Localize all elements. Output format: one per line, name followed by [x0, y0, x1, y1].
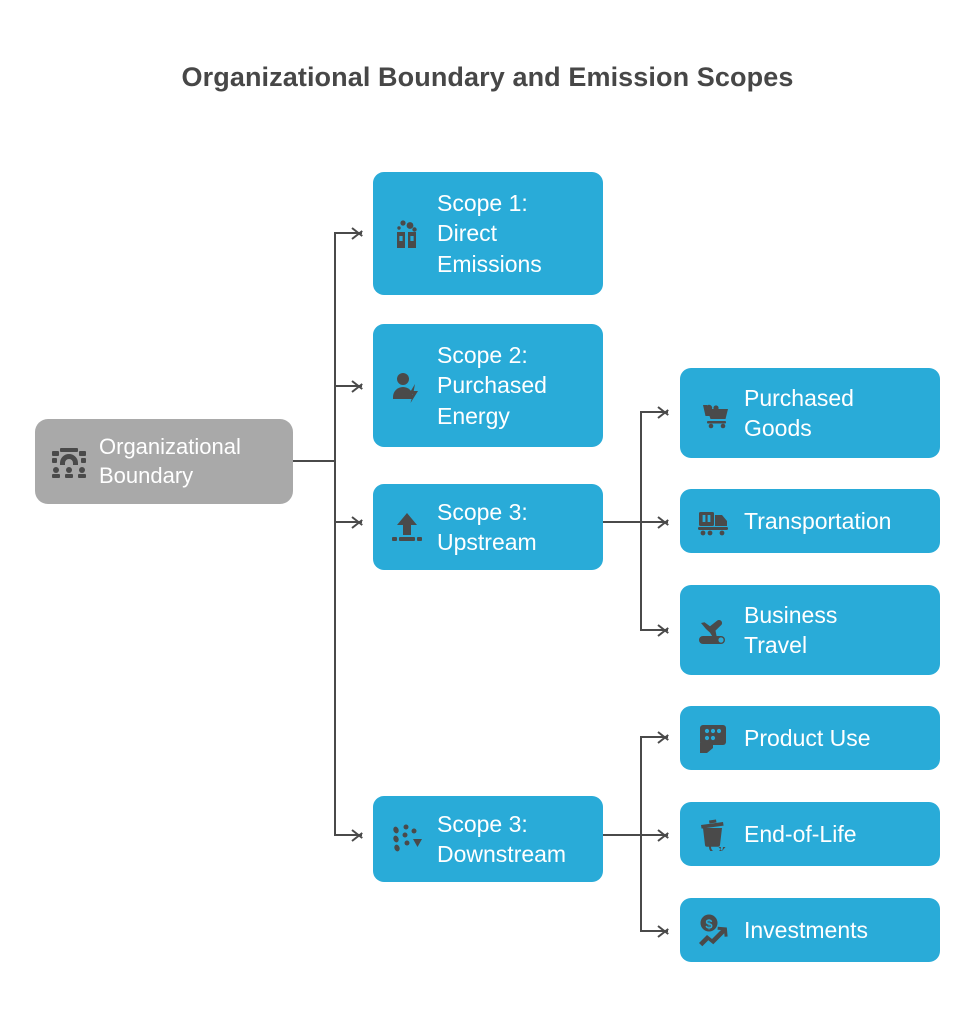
node-label: Scope 3: Upstream — [437, 498, 537, 555]
delivery-truck-icon — [694, 501, 734, 541]
arrowhead-product-use — [658, 730, 669, 744]
dollar-growth-arrow-icon: $ — [694, 910, 734, 950]
connector-to-product-use — [640, 736, 668, 738]
node-label: Scope 3: Downstream — [437, 810, 567, 867]
node-label: Transportation — [744, 507, 892, 534]
arrowhead-scope-3-downstream — [352, 828, 363, 842]
arrowhead-business-travel — [658, 623, 669, 637]
arrowhead-scope-1 — [352, 226, 363, 240]
arrowhead-end-of-life — [658, 828, 669, 842]
connector-to-scope-3-downstream — [334, 834, 362, 836]
arrowhead-transportation — [658, 515, 669, 529]
connector-to-scope-1 — [334, 232, 362, 234]
arrowhead-investments — [658, 924, 669, 938]
node-purchased-goods[interactable]: Purchased Goods — [680, 368, 940, 458]
node-label: Scope 2: Purchased Energy — [437, 342, 547, 429]
node-label: Product Use — [744, 724, 871, 751]
node-label: End-of-Life — [744, 820, 857, 847]
svg-text:$: $ — [705, 917, 713, 932]
trash-recycle-icon — [694, 814, 734, 854]
node-investments[interactable]: $ Investments — [680, 898, 940, 962]
connector-to-business-travel — [640, 629, 668, 631]
connector-to-scope-3-upstream — [334, 521, 362, 523]
node-product-use[interactable]: Product Use — [680, 706, 940, 770]
node-label: Business Travel — [744, 601, 838, 658]
node-label: Investments — [744, 916, 868, 943]
node-transportation[interactable]: Transportation — [680, 489, 940, 553]
person-lightning-icon — [387, 366, 427, 406]
upload-arrow-icon — [387, 507, 427, 547]
connector-to-scope-2 — [334, 385, 362, 387]
arrowhead-scope-2 — [352, 379, 363, 393]
arrowhead-scope-3-upstream — [352, 515, 363, 529]
connector-to-transportation — [640, 521, 668, 523]
connector-upstream-stub — [603, 521, 641, 523]
product-touchscreen-hand-icon — [694, 718, 734, 758]
node-label: Scope 1: Direct Emissions — [437, 190, 542, 277]
node-scope-2-purchased-energy[interactable]: Scope 2: Purchased Energy — [373, 324, 603, 447]
node-label: Purchased Goods — [744, 384, 854, 441]
airplane-takeoff-icon — [694, 610, 734, 650]
node-scope-3-downstream[interactable]: Scope 3: Downstream — [373, 796, 603, 882]
arrowhead-purchased-goods — [658, 405, 669, 419]
node-scope-3-upstream[interactable]: Scope 3: Upstream — [373, 484, 603, 570]
node-end-of-life[interactable]: End-of-Life — [680, 802, 940, 866]
page-title: Organizational Boundary and Emission Sco… — [181, 62, 794, 92]
connector-to-end-of-life — [640, 834, 668, 836]
shopping-cart-icon — [694, 393, 734, 433]
factory-smokestack-icon — [387, 214, 427, 254]
node-label: Organizational Boundary — [99, 433, 241, 488]
node-scope-1-direct-emissions[interactable]: Scope 1: Direct Emissions — [373, 172, 603, 295]
connector-to-investments — [640, 930, 668, 932]
organization-building-people-icon — [49, 442, 89, 482]
node-organizational-boundary[interactable]: Organizational Boundary — [35, 419, 293, 504]
connector-to-purchased-goods — [640, 411, 668, 413]
scatter-down-arrow-icon — [387, 819, 427, 859]
node-business-travel[interactable]: Business Travel — [680, 585, 940, 675]
connector-main-trunk — [334, 233, 336, 835]
connector-root-stub — [293, 460, 336, 462]
connector-downstream-stub — [603, 834, 641, 836]
